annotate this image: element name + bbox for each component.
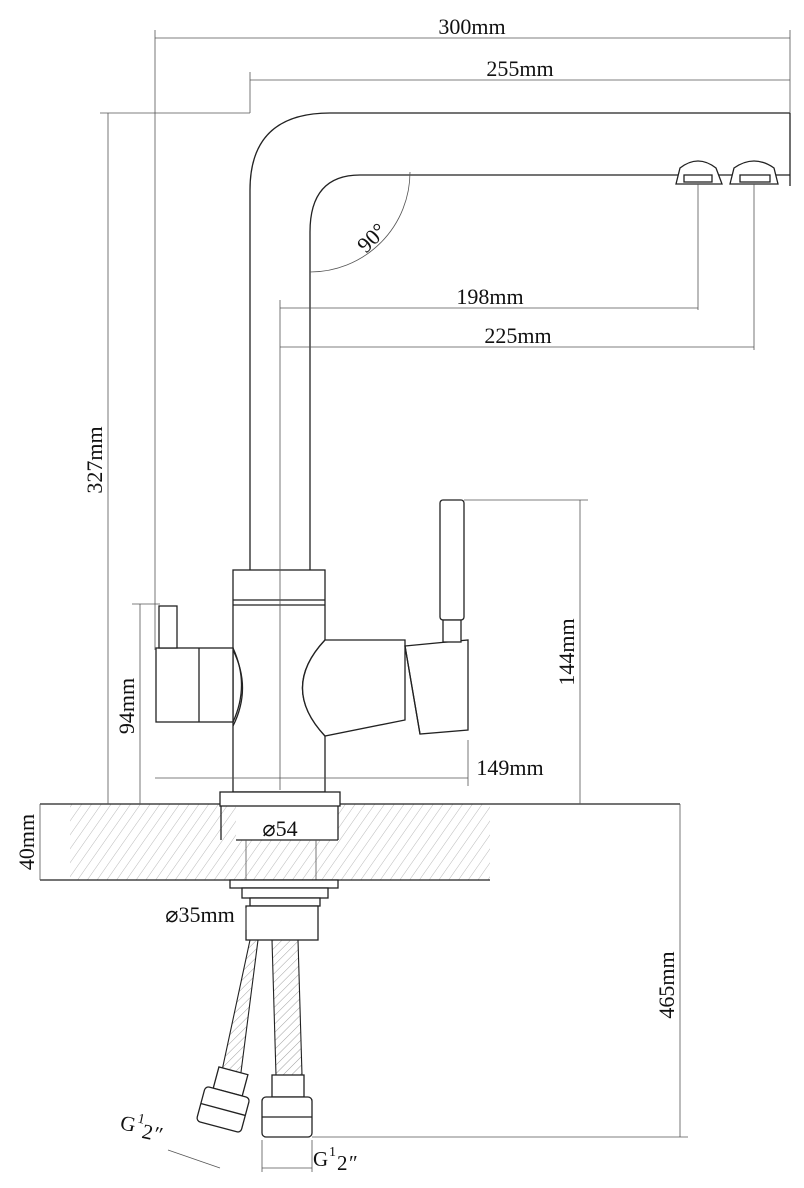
label-shank-diameter: ⌀35mm <box>165 902 234 927</box>
right-lever-handle <box>302 499 469 737</box>
label-handle-height: 144mm <box>554 618 579 685</box>
thread-right-num: 1 <box>329 1145 336 1160</box>
countertop <box>40 803 680 881</box>
label-spout-angle: 90° <box>352 218 391 257</box>
thread-left-den: 2 <box>140 1119 155 1145</box>
spout-outlet-2 <box>729 160 779 185</box>
label-counter-thickness: 40mm <box>14 814 39 870</box>
hose-right <box>261 939 313 1138</box>
thread-right-suffix: ″ <box>349 1151 358 1175</box>
mounting-assembly <box>229 879 339 941</box>
label-overall-width: 300mm <box>438 14 505 39</box>
label-hose-length: 465mm <box>654 951 679 1018</box>
label-total-height: 327mm <box>82 426 107 493</box>
dimension-lines <box>39 30 791 1172</box>
thread-left-num: 1 <box>136 1112 146 1128</box>
thread-right-prefix: G <box>313 1147 328 1171</box>
label-thread-right: G 1 2 ″ <box>313 1145 358 1175</box>
spout <box>249 112 791 570</box>
left-handle <box>155 605 243 723</box>
label-spout-reach-2: 225mm <box>484 323 551 348</box>
label-body-depth: 149mm <box>476 755 543 780</box>
label-side-handle-height: 94mm <box>114 678 139 734</box>
hose-left <box>196 939 259 1133</box>
label-thread-left: G 1 2 ″ <box>118 1110 165 1146</box>
thread-left-prefix: G <box>118 1110 138 1137</box>
thread-right-den: 2 <box>337 1151 348 1175</box>
label-spout-reach-outer: 255mm <box>486 56 553 81</box>
label-base-diameter: ⌀54 <box>262 816 297 841</box>
spout-outlet-1 <box>675 160 723 185</box>
label-spout-reach-1: 198mm <box>456 284 523 309</box>
